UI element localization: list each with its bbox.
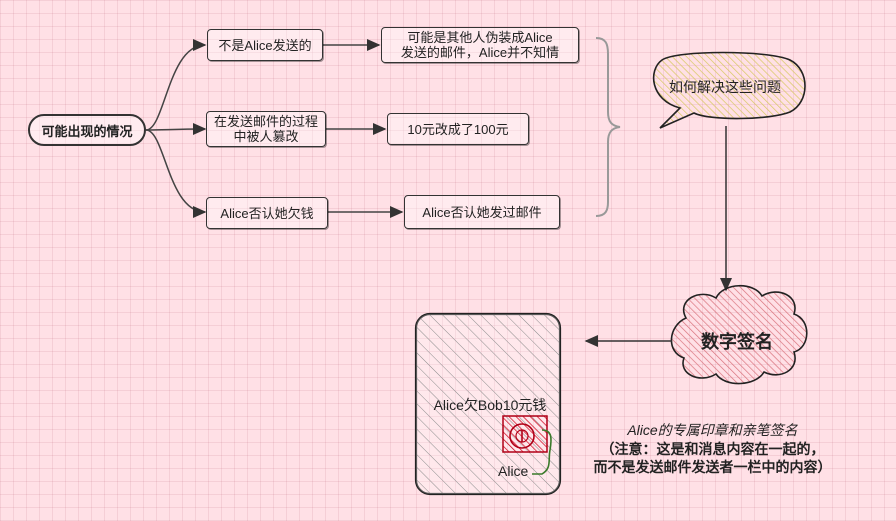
result-label-3: Alice否认她发过邮件 [422,204,542,220]
note-line-3: 而不是发送邮件发送者一栏中的内容） [593,459,832,475]
question-bubble [652,51,806,129]
root-node: 可能出现的情况 [28,114,146,146]
document-content: Alice欠Bob10元钱 [433,397,547,413]
note-line-1: Alice的专属印章和亲笔签名 [627,422,798,438]
cause-label-3: Alice否认她欠钱 [220,205,314,221]
result-box-3: Alice否认她发过邮件 [404,195,560,229]
result-label-1-line2: 发送的邮件，Alice并不知情 [400,45,560,60]
result-box-2: 10元改成了100元 [387,113,529,145]
connector-root-branch-3 [145,129,207,218]
result-label-1-line1: 可能是其他人伪装成Alice [407,30,553,45]
signature-text: Alice [498,463,529,479]
cause-box-2: 在发送邮件的过程 中被人篡改 [206,111,326,147]
cause-box-3: Alice否认她欠钱 [206,197,328,229]
root-label: 可能出现的情况 [41,123,133,139]
cause-label-2-line2: 中被人篡改 [233,129,299,144]
solution-text: 数字签名 [701,332,773,352]
connector-root-branch-2 [145,123,207,136]
right-brace [595,37,621,217]
connector-root-branch-1 [145,39,207,131]
seal-stamp [502,415,548,453]
signature-bracket [532,429,552,475]
result-label-2: 10元改成了100元 [407,121,509,137]
note-line-2: （注意：这是和消息内容在一起的， [600,441,825,457]
cause-label-2-line1: 在发送邮件的过程 [213,114,318,129]
solution-cloud [670,285,808,385]
cause-label-1: 不是Alice发送的 [218,37,312,53]
question-text: 如何解决这些问题 [669,79,781,95]
cause-box-1: 不是Alice发送的 [207,29,323,61]
result-box-1: 可能是其他人伪装成Alice 发送的邮件，Alice并不知情 [381,27,579,63]
